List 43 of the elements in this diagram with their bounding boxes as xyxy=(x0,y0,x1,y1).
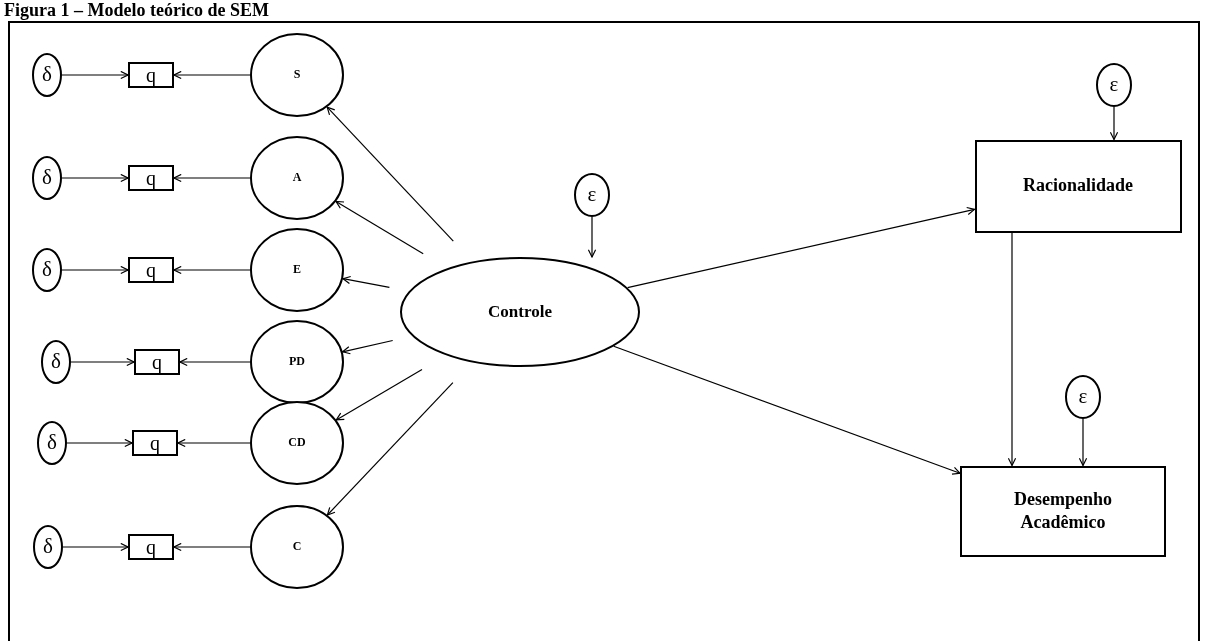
arrow xyxy=(1007,231,1017,467)
arrow xyxy=(173,265,251,275)
arrow xyxy=(70,357,135,367)
latent-variable-ellipse: PD xyxy=(250,320,344,404)
variable-box: Racionalidade xyxy=(974,139,1182,233)
arrow xyxy=(1078,418,1088,467)
arrow xyxy=(173,542,251,552)
variable-box: Desempenho Acadêmico xyxy=(960,465,1166,557)
latent-variable-ellipse: C xyxy=(250,505,344,589)
arrow xyxy=(587,216,597,258)
arrow xyxy=(173,173,251,183)
arrow xyxy=(326,106,454,242)
error-term-ellipse: δ xyxy=(37,421,67,465)
arrow xyxy=(179,357,251,367)
arrow xyxy=(627,206,976,289)
latent-variable-ellipse: A xyxy=(250,136,344,220)
figure-title: Figura 1 – Modelo teórico de SEM xyxy=(4,0,269,20)
error-term-ellipse: δ xyxy=(41,340,71,384)
arrow xyxy=(61,265,129,275)
arrow xyxy=(342,339,394,355)
error-term-ellipse: ε xyxy=(1065,375,1101,419)
latent-variable-ellipse: S xyxy=(250,33,344,117)
error-term-ellipse: δ xyxy=(32,53,62,97)
arrow xyxy=(173,70,251,80)
error-term-ellipse: δ xyxy=(32,248,62,292)
arrow xyxy=(335,368,423,421)
error-term-ellipse: ε xyxy=(1096,63,1132,107)
arrow xyxy=(62,542,129,552)
error-term-ellipse: ε xyxy=(574,173,610,217)
arrow xyxy=(66,438,133,448)
arrow xyxy=(177,438,251,448)
latent-variable-ellipse: Controle xyxy=(400,257,640,367)
arrow xyxy=(342,275,390,288)
error-term-ellipse: δ xyxy=(32,156,62,200)
arrow xyxy=(335,200,424,255)
arrow xyxy=(326,382,454,516)
error-term-ellipse: δ xyxy=(33,525,63,569)
arrow xyxy=(61,70,129,80)
arrow xyxy=(1109,106,1119,141)
latent-variable-ellipse: CD xyxy=(250,401,344,485)
arrow xyxy=(613,345,961,475)
arrow xyxy=(61,173,129,183)
latent-variable-ellipse: E xyxy=(250,228,344,312)
